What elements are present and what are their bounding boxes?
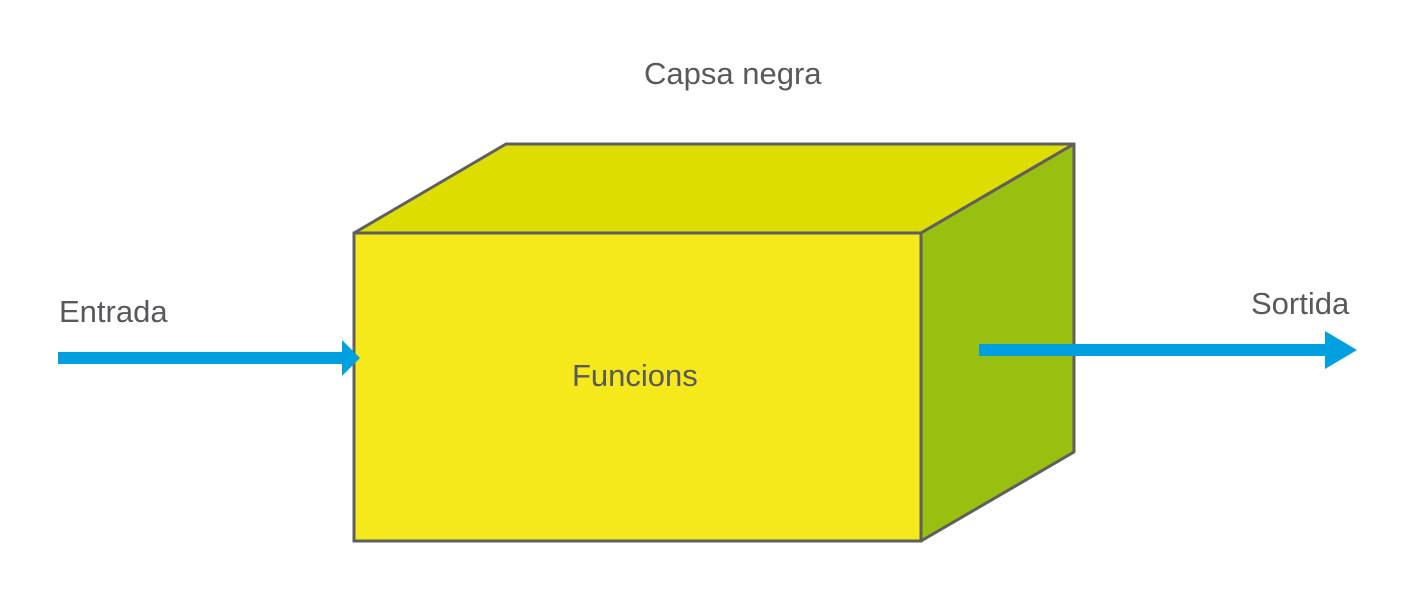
input-label: Entrada	[59, 294, 168, 329]
box-label: Funcions	[572, 358, 698, 393]
diagram-title: Capsa negra	[644, 56, 822, 91]
output-label: Sortida	[1251, 286, 1350, 321]
output-arrow	[979, 331, 1357, 369]
output-arrow-shaft	[979, 344, 1326, 356]
input-arrow-shaft	[58, 352, 344, 364]
box-front-face	[352, 231, 923, 543]
output-arrow-head	[1325, 331, 1357, 369]
input-arrow	[58, 340, 360, 376]
input-arrow-head	[342, 340, 360, 376]
